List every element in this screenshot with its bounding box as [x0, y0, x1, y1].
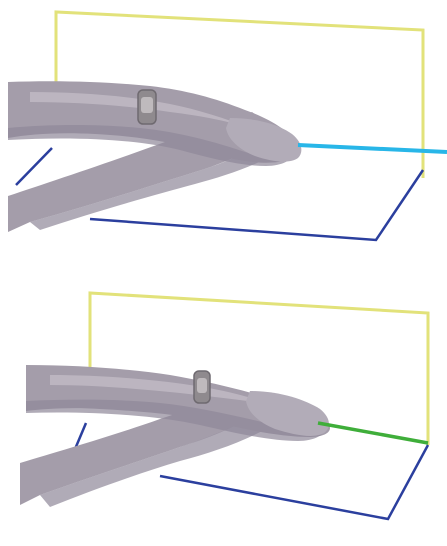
watch-face	[197, 378, 207, 393]
vertical-plane	[88, 291, 430, 445]
upper-arm-shadow	[26, 399, 328, 441]
hand	[226, 118, 302, 162]
lower-arm-shadow	[40, 411, 266, 507]
horizontal-plane-back-left	[15, 147, 53, 186]
upper-arm-shadow	[8, 125, 296, 166]
upper-arm-highlight	[30, 92, 255, 130]
hand	[246, 391, 329, 436]
vertical-plane	[54, 10, 425, 178]
horizontal-plane-front	[159, 444, 430, 521]
horizontal-plane-front	[89, 169, 425, 242]
upper-arm-highlight	[50, 375, 275, 405]
pointing-line	[317, 421, 429, 445]
lower-arm-shadow	[30, 132, 282, 230]
panel-top	[8, 10, 447, 242]
watch-face	[141, 97, 153, 113]
panel-bottom-illustration	[20, 291, 430, 521]
panel-top-illustration	[8, 10, 447, 242]
panel-bottom	[0, 273, 447, 546]
pointing-line	[297, 143, 447, 154]
